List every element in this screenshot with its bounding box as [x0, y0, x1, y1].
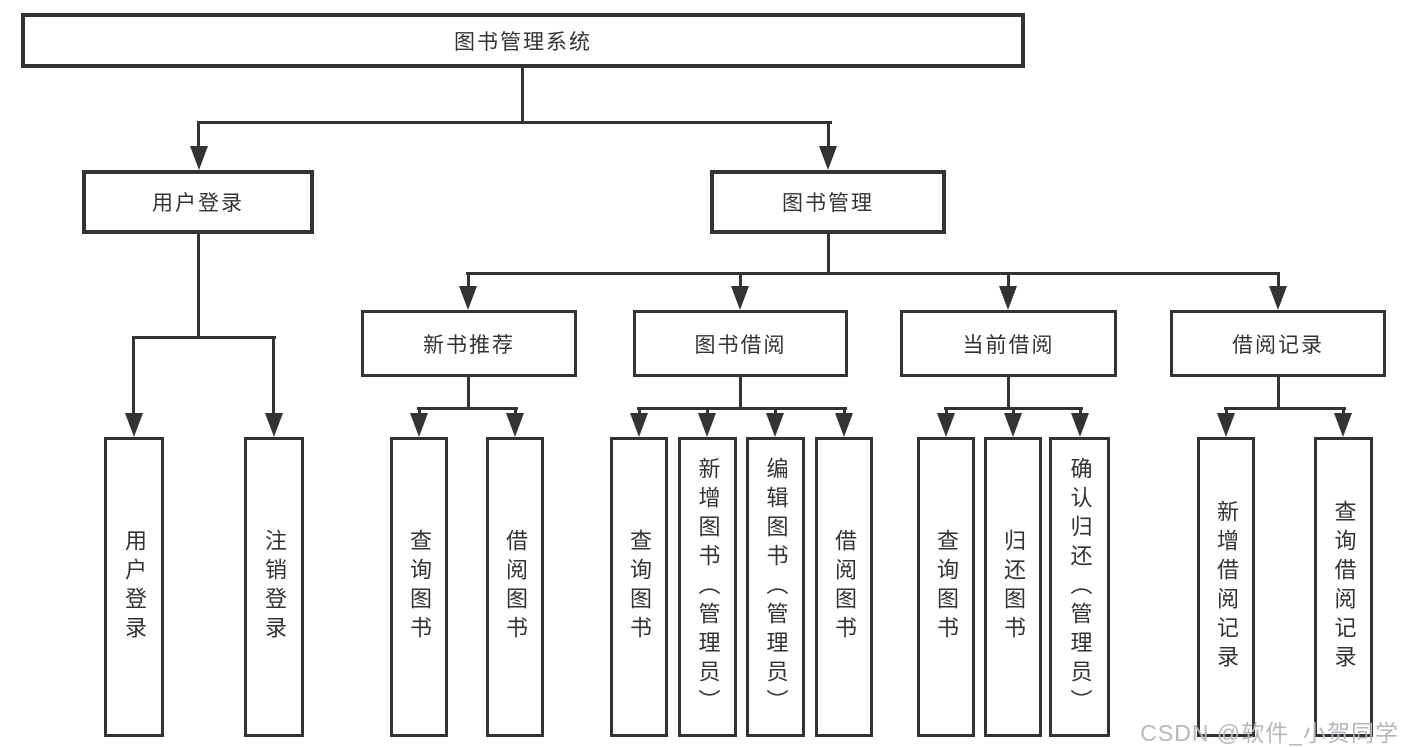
arrow-head-newbooks-query — [410, 413, 428, 437]
arrow-shaft-current-query — [945, 410, 948, 414]
arrow-head-current-query — [937, 413, 955, 437]
leaf-current-confirm-label: 确认归还（管理员） — [1067, 456, 1093, 718]
node-current-borrowing: 当前借阅 — [900, 310, 1117, 377]
arrow-head-records-add — [1217, 413, 1235, 437]
arrow-shaft-current-confirm — [1079, 410, 1082, 414]
leaf-current-query: 查询图书 — [917, 437, 975, 737]
arrow-shaft-borrowing-edit — [774, 410, 777, 414]
arrow-shaft-newbooks-borrow — [514, 410, 517, 414]
leaf-borrowing-query-label: 查询图书 — [627, 529, 652, 645]
arrow-shaft-borrowing — [739, 275, 742, 287]
arrow-shaft-current-return — [1012, 410, 1015, 414]
arrow-head-borrowing-query — [630, 413, 648, 437]
arrow-head-borrowing — [731, 286, 749, 310]
node-new-book-recommend-label: 新书推荐 — [423, 333, 515, 357]
node-borrow-records-label: 借阅记录 — [1232, 333, 1324, 357]
arrow-head-leaf-logout — [265, 413, 283, 437]
leaf-borrowing-add-label: 新增图书（管理员） — [695, 456, 721, 718]
node-borrow-records: 借阅记录 — [1170, 310, 1386, 377]
leaf-newbooks-query: 查询图书 — [390, 437, 448, 737]
arrow-head-user-login — [190, 146, 208, 170]
arrow-head-current — [999, 286, 1017, 310]
node-new-book-recommend: 新书推荐 — [361, 310, 577, 377]
connector-borrowing-drop — [739, 377, 742, 410]
leaf-borrowing-borrow-label: 借阅图书 — [832, 529, 857, 645]
connector-records-branch — [1224, 407, 1346, 410]
arrow-head-book-management — [819, 146, 837, 170]
arrow-shaft-user-login — [197, 124, 200, 146]
connector-new-books-branch — [417, 407, 518, 410]
leaf-borrowing-query: 查询图书 — [610, 437, 668, 737]
leaf-current-query-label: 查询图书 — [934, 529, 959, 645]
node-current-borrowing-label: 当前借阅 — [962, 333, 1055, 357]
leaf-logout: 注销登录 — [244, 437, 304, 737]
arrow-head-current-confirm — [1071, 413, 1089, 437]
leaf-newbooks-query-label: 查询图书 — [407, 529, 432, 645]
arrow-shaft-borrowing-add — [706, 410, 709, 414]
arrow-head-newbooks-borrow — [506, 413, 524, 437]
arrow-shaft-records-query — [1342, 410, 1345, 414]
connector-book-management-drop — [827, 234, 830, 275]
node-root: 图书管理系统 — [21, 13, 1025, 68]
arrow-head-borrowing-edit — [766, 413, 784, 437]
connector-root-drop — [521, 67, 524, 124]
leaf-records-query-label: 查询借阅记录 — [1331, 500, 1357, 674]
connector-user-login-branch — [132, 336, 276, 339]
leaf-borrowing-add: 新增图书（管理员） — [678, 437, 737, 737]
arrow-shaft-leaf-logout — [272, 339, 275, 413]
connector-borrowing-branch — [637, 407, 847, 410]
leaf-records-add-label: 新增借阅记录 — [1214, 500, 1239, 674]
node-user-login-label: 用户登录 — [152, 192, 244, 215]
connector-user-login-drop — [197, 234, 200, 339]
connector-records-drop — [1277, 377, 1280, 410]
arrow-shaft-new-books — [467, 275, 470, 287]
arrow-head-borrowing-borrow — [835, 413, 853, 437]
leaf-newbooks-borrow: 借阅图书 — [486, 437, 544, 737]
node-book-borrowing-label: 图书借阅 — [694, 333, 787, 357]
leaf-logout-label: 注销登录 — [262, 529, 287, 645]
arrow-head-current-return — [1004, 413, 1022, 437]
arrow-shaft-borrowing-borrow — [843, 410, 846, 414]
leaf-records-add: 新增借阅记录 — [1197, 437, 1255, 737]
connector-new-books-drop — [467, 377, 470, 410]
arrow-shaft-newbooks-query — [418, 410, 421, 414]
arrow-head-new-books — [459, 286, 477, 310]
connector-level3-branch — [466, 272, 1280, 275]
connector-level2-branch — [197, 121, 832, 124]
leaf-user-login-label: 用户登录 — [122, 529, 147, 645]
leaf-borrowing-edit: 编辑图书（管理员） — [746, 437, 805, 737]
arrow-shaft-records — [1277, 275, 1280, 287]
leaf-current-confirm: 确认归还（管理员） — [1049, 437, 1110, 737]
arrow-head-borrowing-add — [698, 413, 716, 437]
arrow-head-leaf-user-login — [125, 413, 143, 437]
arrow-head-records — [1269, 286, 1287, 310]
arrow-shaft-borrowing-query — [638, 410, 641, 414]
arrow-head-records-query — [1334, 413, 1352, 437]
leaf-current-return-label: 归还图书 — [1001, 529, 1026, 645]
connector-current-branch — [944, 407, 1083, 410]
watermark: CSDN @软件_小贺同学 — [1140, 720, 1399, 746]
node-book-borrowing: 图书借阅 — [633, 310, 848, 377]
node-book-management: 图书管理 — [710, 170, 946, 234]
leaf-borrowing-edit-label: 编辑图书（管理员） — [763, 456, 789, 718]
arrow-shaft-current — [1007, 275, 1010, 287]
arrow-shaft-records-add — [1225, 410, 1228, 414]
arrow-shaft-book-management — [827, 124, 830, 146]
leaf-records-query: 查询借阅记录 — [1314, 437, 1373, 737]
node-user-login: 用户登录 — [82, 170, 314, 234]
arrow-shaft-leaf-user-login — [132, 339, 135, 413]
leaf-current-return: 归还图书 — [984, 437, 1042, 737]
node-book-management-label: 图书管理 — [782, 192, 874, 215]
leaf-user-login: 用户登录 — [104, 437, 164, 737]
leaf-borrowing-borrow: 借阅图书 — [815, 437, 873, 737]
node-root-label: 图书管理系统 — [454, 30, 592, 54]
leaf-newbooks-borrow-label: 借阅图书 — [503, 529, 528, 645]
connector-current-drop — [1007, 377, 1010, 410]
